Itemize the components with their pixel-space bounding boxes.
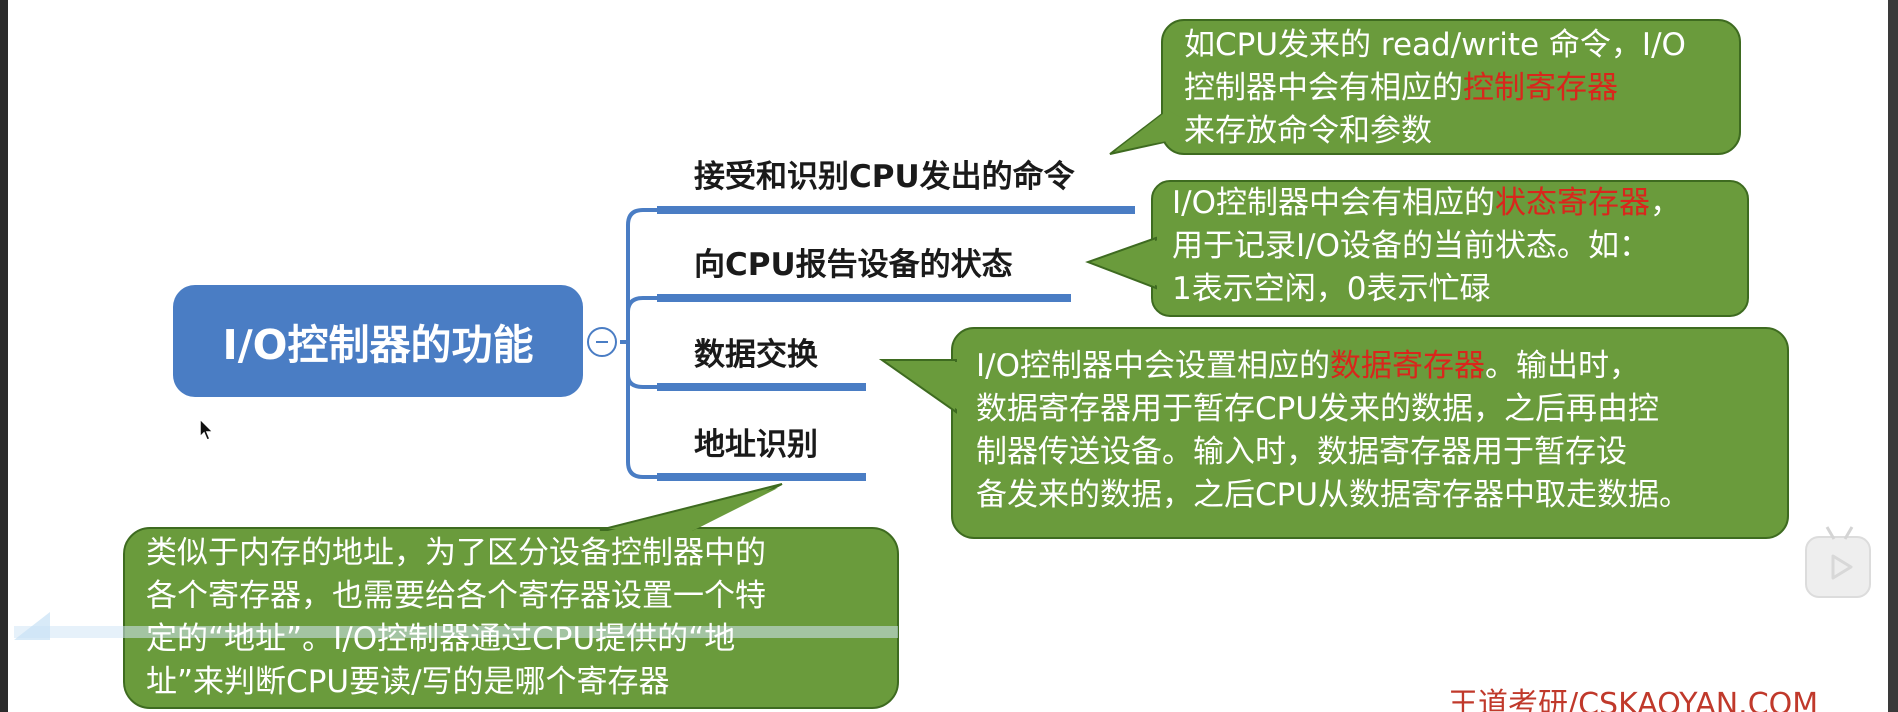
video-frame-edge-left <box>0 0 8 712</box>
watermark: 王道考研/CSKAOYAN.COM <box>1448 687 1819 712</box>
note-address-line-4: 址”来判断CPU要读/写的是哪个寄存器 <box>146 664 670 700</box>
note-command-text: 控制器中会有相应的 <box>1184 70 1463 106</box>
note-command-line-3: 来存放命令和参数 <box>1184 113 1432 149</box>
note-bubble-address <box>123 483 899 709</box>
note-data-line-3: 制器传送设备。输入时，数据寄存器用于暂存设 <box>976 434 1627 470</box>
collapse-toggle-button[interactable] <box>587 327 617 357</box>
video-progress-arrow <box>14 612 50 640</box>
note-status-highlight: 状态寄存器 <box>1495 185 1650 221</box>
note-data-highlight: 数据寄存器 <box>1330 348 1485 384</box>
note-bubble-status <box>1085 180 1749 317</box>
note-address-line-2: 各个寄存器，也需要给各个寄存器设置一个特 <box>146 578 766 614</box>
note-command-line-2: 控制器中会有相应的控制寄存器 <box>1184 67 1618 110</box>
note-data-text: I/O控制器中会设置相应的 <box>976 348 1330 384</box>
branch-underline-4 <box>657 473 866 481</box>
note-command-highlight: 控制寄存器 <box>1463 70 1618 106</box>
mouse-cursor-icon <box>199 417 215 441</box>
branch-underline-2 <box>657 294 1071 302</box>
note-address-line-1: 类似于内存的地址，为了区分设备控制器中的 <box>146 535 766 571</box>
note-command-line-1: 如CPU发来的 read/write 命令，I/O <box>1184 27 1686 63</box>
connector-branch-4 <box>626 342 660 479</box>
note-data-line-1: I/O控制器中会设置相应的数据寄存器。输出时， <box>976 345 1640 388</box>
note-status-text: I/O控制器中会有相应的 <box>1172 185 1495 221</box>
branch-label-status[interactable]: 向CPU报告设备的状态 <box>694 247 1013 283</box>
branch-underline-1 <box>657 206 1135 214</box>
branch-label-data[interactable]: 数据交换 <box>694 337 818 373</box>
note-data-line-4: 备发来的数据，之后CPU从数据寄存器中取走数据。 <box>976 477 1691 513</box>
play-icon <box>1831 554 1853 580</box>
branch-label-command[interactable]: 接受和识别CPU发出的命令 <box>694 159 1075 195</box>
video-frame-edge-right <box>1888 0 1898 712</box>
video-play-button[interactable] <box>1805 526 1871 598</box>
connector-branch-3 <box>626 342 660 389</box>
connector-branch-1 <box>620 208 660 344</box>
video-progress-overlay <box>14 626 898 638</box>
note-status-line-3: 1表示空闲，0表示忙碌 <box>1172 271 1491 307</box>
note-data-post: 。输出时， <box>1485 348 1640 384</box>
note-status-line-2: 用于记录I/O设备的当前状态。如： <box>1172 228 1650 264</box>
note-status-comma: ， <box>1650 185 1681 221</box>
note-address-line-3: 定的“地址”。I/O控制器通过CPU提供的“地 <box>146 621 736 657</box>
note-data-line-2: 数据寄存器用于暂存CPU发来的数据，之后再由控 <box>976 391 1660 427</box>
root-node-label: I/O控制器的功能 <box>222 321 534 369</box>
branch-underline-3 <box>657 383 866 391</box>
connector-branch-2 <box>626 296 660 313</box>
branch-label-address[interactable]: 地址识别 <box>694 427 818 463</box>
note-bubble-command <box>1109 19 1741 155</box>
root-node[interactable]: I/O控制器的功能 <box>173 285 583 397</box>
note-status-line-1: I/O控制器中会有相应的状态寄存器， <box>1172 182 1681 225</box>
note-bubble-data <box>878 327 1789 539</box>
